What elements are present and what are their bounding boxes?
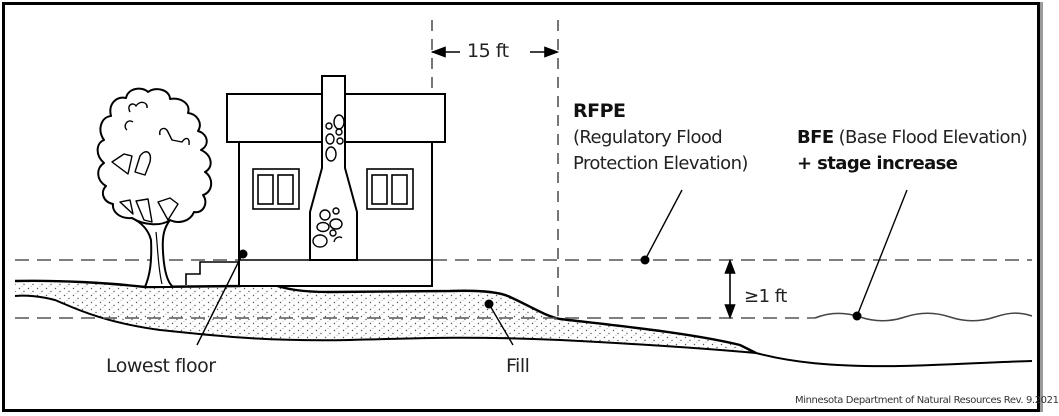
rfpe-description-line1: (Regulatory Flood — [573, 127, 723, 148]
rfpe-title: RFPE — [573, 100, 626, 122]
lowest-floor-label: Lowest floor — [106, 355, 216, 377]
window-right — [366, 168, 414, 210]
bfe-description: (Base Flood Elevation) — [833, 127, 1028, 148]
fill-label: Fill — [506, 355, 530, 377]
freeboard-label: ≥1 ft — [744, 286, 787, 307]
house — [226, 75, 446, 287]
bfe-title: BFE — [797, 127, 834, 148]
rfpe-description-line2: Protection Elevation) — [573, 153, 748, 174]
water-surface — [814, 312, 1033, 322]
lowest-floor-point — [238, 249, 248, 259]
fill-area — [15, 280, 756, 353]
rfpe-leader — [640, 189, 683, 265]
natural-ground — [14, 294, 1033, 368]
tree-trunk — [131, 217, 174, 288]
house-step — [185, 261, 238, 285]
bfe-label-line1: BFE (Base Flood Elevation) — [797, 127, 1028, 148]
tree-canopy — [96, 87, 213, 226]
fill-leader — [484, 299, 514, 346]
tree — [96, 87, 213, 288]
bfe-leader — [852, 189, 908, 321]
lowest-floor-leader — [196, 249, 248, 346]
chimney-stones — [312, 114, 345, 248]
bfe-point — [852, 311, 862, 321]
setback-label: 15 ft — [467, 40, 509, 62]
setback-dimension-arrows — [430, 46, 560, 58]
credit-text: Minnesota Department of Natural Resource… — [795, 395, 1059, 406]
rfpe-point — [640, 255, 650, 265]
fill-point — [484, 299, 494, 309]
freeboard-dimension-arrow — [724, 258, 736, 320]
window-left — [252, 168, 300, 210]
chimney — [309, 75, 358, 261]
bfe-stage-increase-label: + stage increase — [797, 153, 958, 174]
